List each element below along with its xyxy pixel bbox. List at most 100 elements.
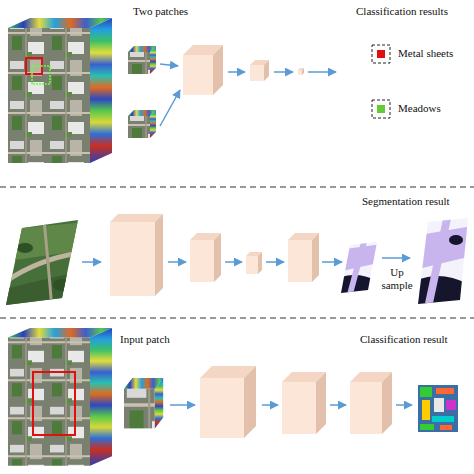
panel-classification-map	[8, 328, 112, 466]
flow-arrow	[170, 404, 195, 406]
flow-arrow	[168, 261, 186, 263]
aerial-image	[0, 215, 85, 310]
aerial-image	[0, 215, 85, 310]
feature-block	[350, 382, 382, 434]
feature-block	[246, 256, 258, 274]
classification-map	[420, 424, 434, 430]
flow-arrow	[160, 64, 178, 66]
legend-text: Meadows	[398, 102, 441, 115]
feature-block	[200, 378, 244, 438]
feature-block	[183, 55, 213, 95]
feature-block	[312, 233, 319, 282]
patch-marker	[32, 66, 50, 84]
flow-arrow	[396, 404, 412, 406]
feature-block	[298, 68, 304, 75]
panel-classification-patches	[8, 18, 390, 163]
segmentation-map-small	[338, 238, 383, 298]
segmentation-map-large	[449, 235, 463, 245]
feature-block	[214, 233, 221, 282]
label-holder: Up sample	[379, 266, 415, 292]
feature-block	[110, 222, 155, 296]
panel-segmentation	[0, 214, 472, 310]
aerial-image	[5, 252, 85, 282]
dashed-separator	[0, 187, 474, 188]
aerial-image	[44, 220, 52, 310]
feature-block	[155, 214, 163, 296]
classification-map	[422, 400, 430, 420]
feature-block	[316, 372, 326, 434]
legend-swatch	[377, 50, 385, 58]
flow-arrow	[274, 71, 293, 73]
feature-block	[282, 382, 316, 434]
aerial-image	[53, 279, 71, 291]
segmentation-map-large	[414, 214, 472, 308]
panel-classification-map	[8, 328, 458, 466]
feature-block	[288, 240, 312, 282]
flow-arrow	[225, 261, 242, 263]
text-label: Input patch	[120, 333, 170, 346]
label-holder: Two patches	[133, 5, 188, 18]
text-label: Up sample	[379, 266, 415, 292]
flow-arrow	[322, 261, 342, 263]
feature-block	[258, 252, 262, 274]
flow-arrow	[82, 261, 101, 263]
segmentation-map-large	[414, 276, 472, 308]
feature-block	[110, 214, 163, 222]
feature-block	[183, 45, 223, 95]
classification-map	[434, 398, 444, 412]
feature-block	[298, 70, 302, 75]
feature-block	[190, 240, 214, 282]
feature-block	[288, 233, 319, 282]
flow-arrow	[308, 71, 336, 73]
panel-classification-patches	[128, 46, 156, 74]
flow-arrow	[382, 257, 410, 259]
feature-block	[110, 214, 163, 296]
aerial-image	[17, 243, 33, 253]
legend-frame	[372, 100, 390, 118]
feature-block	[302, 68, 304, 75]
flow-arrow	[330, 404, 346, 406]
segmentation-map-large	[424, 214, 452, 308]
feature-block	[382, 372, 392, 434]
label-holder: Classification results	[356, 5, 448, 18]
flow-arrow	[228, 71, 245, 73]
text-label: Segmentation result	[362, 195, 450, 208]
segmentation-map-small	[338, 275, 383, 298]
panel-classification-map	[124, 378, 163, 428]
feature-block	[264, 60, 269, 81]
segmentation-map-small	[338, 238, 383, 298]
classification-map	[446, 400, 456, 410]
flow-arrow	[266, 261, 284, 263]
classification-map	[418, 385, 458, 432]
feature-block	[250, 65, 264, 81]
label-holder: Classification result	[360, 333, 448, 346]
flow-arrow	[262, 404, 278, 406]
text-label: Two patches	[133, 5, 188, 18]
feature-block	[246, 252, 262, 274]
panel-classification-patches	[8, 18, 112, 163]
feature-block	[190, 233, 221, 282]
classification-map	[418, 385, 458, 432]
aerial-image	[0, 222, 85, 262]
classification-map	[432, 416, 454, 422]
label-holder: Segmentation result	[362, 195, 450, 208]
dashed-separator	[0, 318, 474, 319]
feature-block	[282, 372, 326, 434]
classification-map	[420, 387, 432, 397]
legend-text: Metal sheets	[398, 47, 453, 60]
legend-frame	[372, 45, 390, 63]
segmentation-map-small	[346, 238, 368, 298]
classification-map	[436, 388, 454, 394]
legend-entry: Meadows	[398, 102, 441, 115]
patch-marker	[33, 372, 75, 435]
legend-swatch	[377, 105, 385, 113]
segmentation-map-large	[414, 214, 472, 308]
feature-block	[200, 366, 256, 438]
feature-block	[213, 45, 223, 95]
text-label: Classification results	[356, 5, 448, 18]
flow-arrow	[160, 90, 180, 126]
feature-block	[244, 366, 256, 438]
